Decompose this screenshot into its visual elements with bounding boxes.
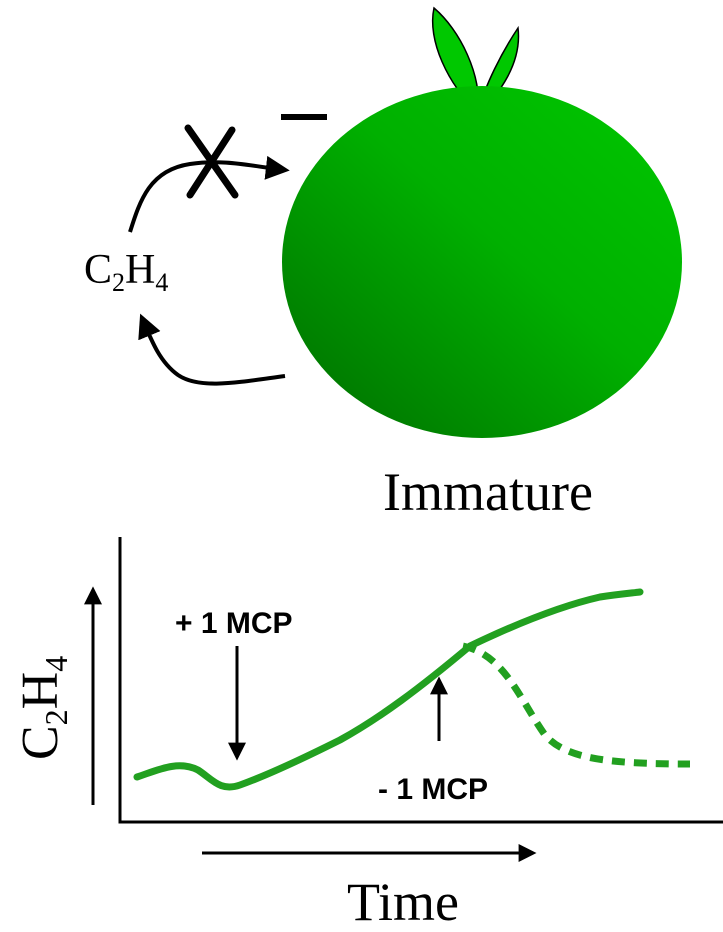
ethylene-label: C2H4 bbox=[84, 247, 168, 297]
y-axis-label: C2H4 bbox=[12, 656, 74, 760]
ethylene-graph: C2H4 Time + 1 MCP - 1 MCP bbox=[12, 537, 723, 932]
fruit: Immature bbox=[282, 6, 682, 522]
remove-mcp-label: - 1 MCP bbox=[378, 773, 488, 806]
ethylene-curve-with-mcp bbox=[133, 588, 644, 791]
x-axis-label: Time bbox=[347, 872, 459, 932]
add-mcp-label: + 1 MCP bbox=[175, 607, 293, 640]
inhibition-sign bbox=[281, 114, 327, 120]
block-x-icon bbox=[184, 124, 239, 199]
fruit-body bbox=[282, 86, 682, 438]
graph-axes bbox=[118, 537, 723, 824]
ethylene-curve-after-mcp-removal bbox=[462, 642, 691, 768]
lower-feedback-arrow bbox=[138, 313, 286, 386]
fruit-label: Immature bbox=[383, 462, 593, 522]
upper-feedback-arrow bbox=[128, 155, 290, 233]
feedback-loop: C2H4 bbox=[84, 114, 327, 386]
